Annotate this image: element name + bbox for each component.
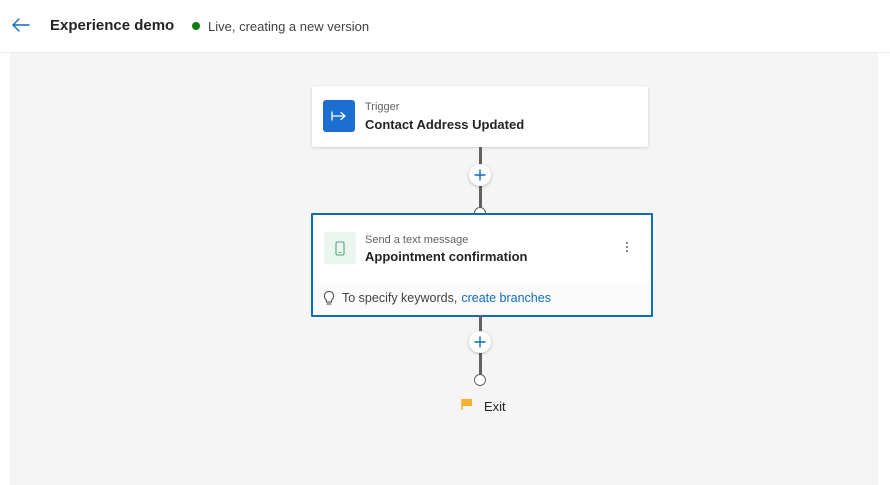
sms-step-hint: To specify keywords,create branches xyxy=(313,281,651,315)
exit-tile xyxy=(458,395,476,413)
trigger-kind-label: Trigger xyxy=(365,101,400,113)
hint-text: To specify keywords,create branches xyxy=(342,291,551,305)
sms-step-card[interactable]: Send a text message Appointment confirma… xyxy=(311,213,653,317)
trigger-card[interactable]: Trigger Contact Address Updated xyxy=(312,86,648,147)
journey-canvas: Trigger Contact Address Updated Send a t… xyxy=(10,53,878,485)
more-options-button[interactable] xyxy=(617,237,637,257)
trigger-arrow-icon xyxy=(331,111,346,121)
plus-icon xyxy=(474,169,486,181)
sms-step-kind-label: Send a text message xyxy=(365,234,469,246)
sms-tile xyxy=(324,232,356,264)
sms-step-header: Send a text message Appointment confirma… xyxy=(313,215,651,281)
sms-step-name: Appointment confirmation xyxy=(365,249,528,264)
status-dot-icon xyxy=(192,22,200,30)
page-title: Experience demo xyxy=(50,17,175,34)
trigger-name: Contact Address Updated xyxy=(365,117,525,132)
add-step-button[interactable] xyxy=(469,331,491,353)
exit-label: Exit xyxy=(484,399,506,414)
connector-node xyxy=(474,374,486,386)
plus-icon xyxy=(474,336,486,348)
flag-icon xyxy=(461,399,472,410)
create-branches-link[interactable]: create branches xyxy=(461,291,551,305)
lightbulb-icon xyxy=(323,290,335,305)
phone-icon xyxy=(335,240,345,256)
top-bar: Experience demo Live, creating a new ver… xyxy=(0,0,890,53)
back-button[interactable] xyxy=(9,13,33,37)
trigger-tile xyxy=(323,100,355,132)
add-step-button[interactable] xyxy=(469,164,491,186)
back-arrow-icon xyxy=(12,18,30,32)
more-vertical-icon xyxy=(626,242,628,252)
status-text: Live, creating a new version xyxy=(208,19,370,34)
hint-prefix: To specify keywords, xyxy=(342,291,458,305)
